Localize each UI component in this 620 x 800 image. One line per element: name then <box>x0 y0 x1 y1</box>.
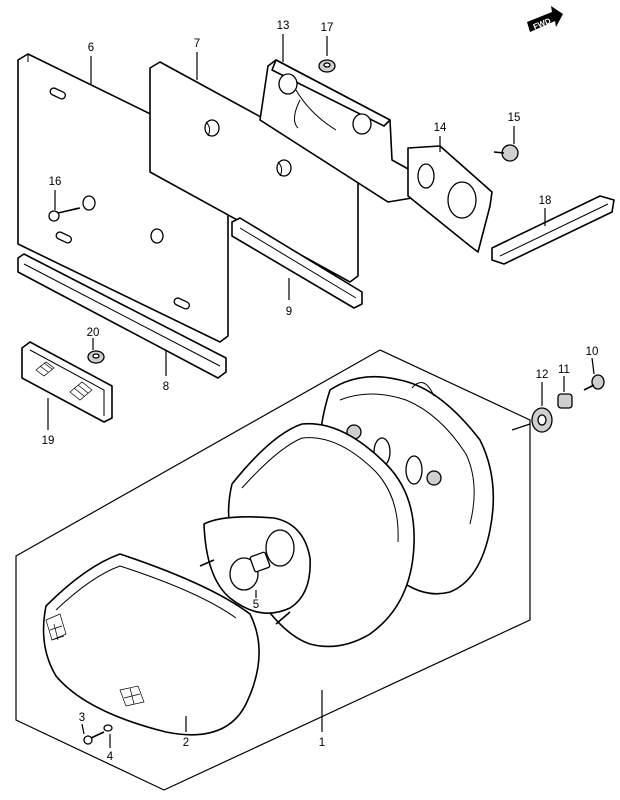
callout-11: 11 <box>558 364 570 376</box>
callout-8: 8 <box>163 381 169 393</box>
forward-direction-arrow-icon: FWD <box>527 6 563 32</box>
reflector-mount-bracket <box>407 145 493 253</box>
callout-6: 6 <box>88 42 94 54</box>
grommet-12 <box>531 407 553 433</box>
callout-10: 10 <box>586 346 599 358</box>
callout-14: 14 <box>434 122 447 134</box>
assembly-leader <box>511 423 531 431</box>
callout-9: 9 <box>286 306 292 318</box>
rubber-trim-strip-front <box>17 253 227 379</box>
callout-20: 20 <box>87 327 100 339</box>
nut-17 <box>318 59 336 73</box>
callout-19: 19 <box>42 435 55 447</box>
rubber-trim-strip-rear <box>231 217 363 309</box>
callout-13: 13 <box>277 20 290 32</box>
callout-12: 12 <box>536 369 549 381</box>
callout-5: 5 <box>253 599 259 611</box>
side-reflector <box>21 341 113 423</box>
callout-3: 3 <box>79 712 85 724</box>
callout-2: 2 <box>183 737 189 749</box>
callout-18: 18 <box>539 195 552 207</box>
washer-4 <box>103 724 113 732</box>
grommet-20 <box>87 350 105 364</box>
screw-16 <box>48 207 81 222</box>
callout-1: 1 <box>319 737 325 749</box>
callout-labels: 6 7 13 17 14 15 18 16 9 8 20 19 10 11 12… <box>42 20 599 763</box>
callout-7: 7 <box>194 38 200 50</box>
license-plate-bracket <box>149 61 359 283</box>
callout-17: 17 <box>321 22 334 34</box>
reflector-strip <box>491 195 615 265</box>
tail-light-housing-outline <box>15 349 531 791</box>
callout-4: 4 <box>107 751 114 763</box>
license-plate-panel <box>17 53 229 343</box>
collar-11 <box>557 393 573 409</box>
bolt-10 <box>583 374 605 391</box>
bolt-15 <box>493 144 519 162</box>
lens-screw-3 <box>83 731 105 745</box>
bulb-5 <box>229 551 271 591</box>
callout-15: 15 <box>508 112 521 124</box>
tail-light-bracket <box>259 59 413 203</box>
fwd-badge-label: FWD <box>532 16 552 31</box>
tail-light-lens <box>42 553 260 736</box>
callout-leaders <box>47 34 595 748</box>
callout-16: 16 <box>49 176 62 188</box>
